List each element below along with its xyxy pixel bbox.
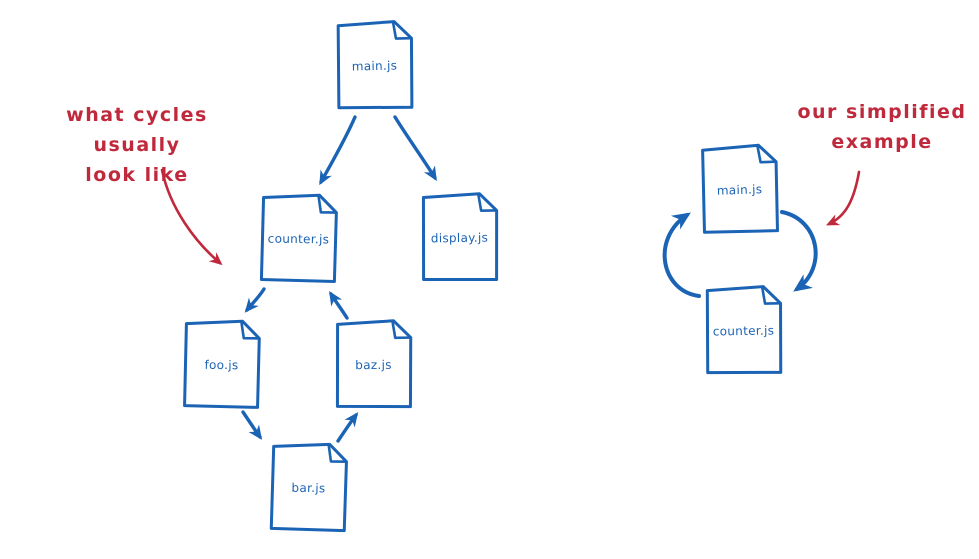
edge-main-to-display (393, 115, 437, 182)
file-label: counter.js (268, 232, 330, 247)
file-node-foo-left: foo.js (183, 319, 261, 409)
file-label: bar.js (291, 481, 325, 496)
annotation-line: look like (85, 164, 189, 186)
file-label: foo.js (204, 358, 238, 372)
edge-bar-to-baz (336, 412, 359, 443)
annotation-line: our simplified (797, 101, 967, 123)
edge-counter-to-foo (244, 287, 266, 313)
edge-main-to-counter-arc (780, 210, 818, 292)
file-label: display.js (431, 231, 489, 246)
annotation-what-cycles-look-like: what cycles usually look like (24, 100, 250, 190)
file-node-counter-right: counter.js (704, 284, 784, 376)
file-node-baz-left: baz.js (335, 319, 413, 409)
file-node-display-left: display.js (420, 191, 500, 282)
edge-baz-to-counter (329, 290, 349, 320)
edge-foo-to-bar (241, 410, 263, 440)
edge-counter-to-main-arc (662, 212, 701, 298)
right-dependency-graph: main.js counter.js (662, 143, 818, 376)
file-label: main.js (717, 182, 763, 198)
file-label: baz.js (355, 358, 392, 372)
file-node-main-right: main.js (700, 143, 780, 235)
edge-main-to-counter (319, 115, 357, 186)
annotation-line: what cycles usually (66, 104, 208, 156)
left-dependency-graph: main.js counter.js display.js foo.js baz… (183, 19, 500, 533)
annotation-our-simplified-example: our simplified example (796, 97, 968, 157)
annotation-line: example (831, 131, 933, 153)
file-label: counter.js (713, 323, 775, 338)
file-node-bar-left: bar.js (269, 441, 349, 533)
file-node-counter-left: counter.js (259, 193, 339, 284)
annotation-arrow-right (826, 170, 861, 226)
file-node-main-left: main.js (335, 19, 415, 111)
file-label: main.js (352, 59, 398, 74)
annotation-arrow-left (160, 168, 223, 266)
